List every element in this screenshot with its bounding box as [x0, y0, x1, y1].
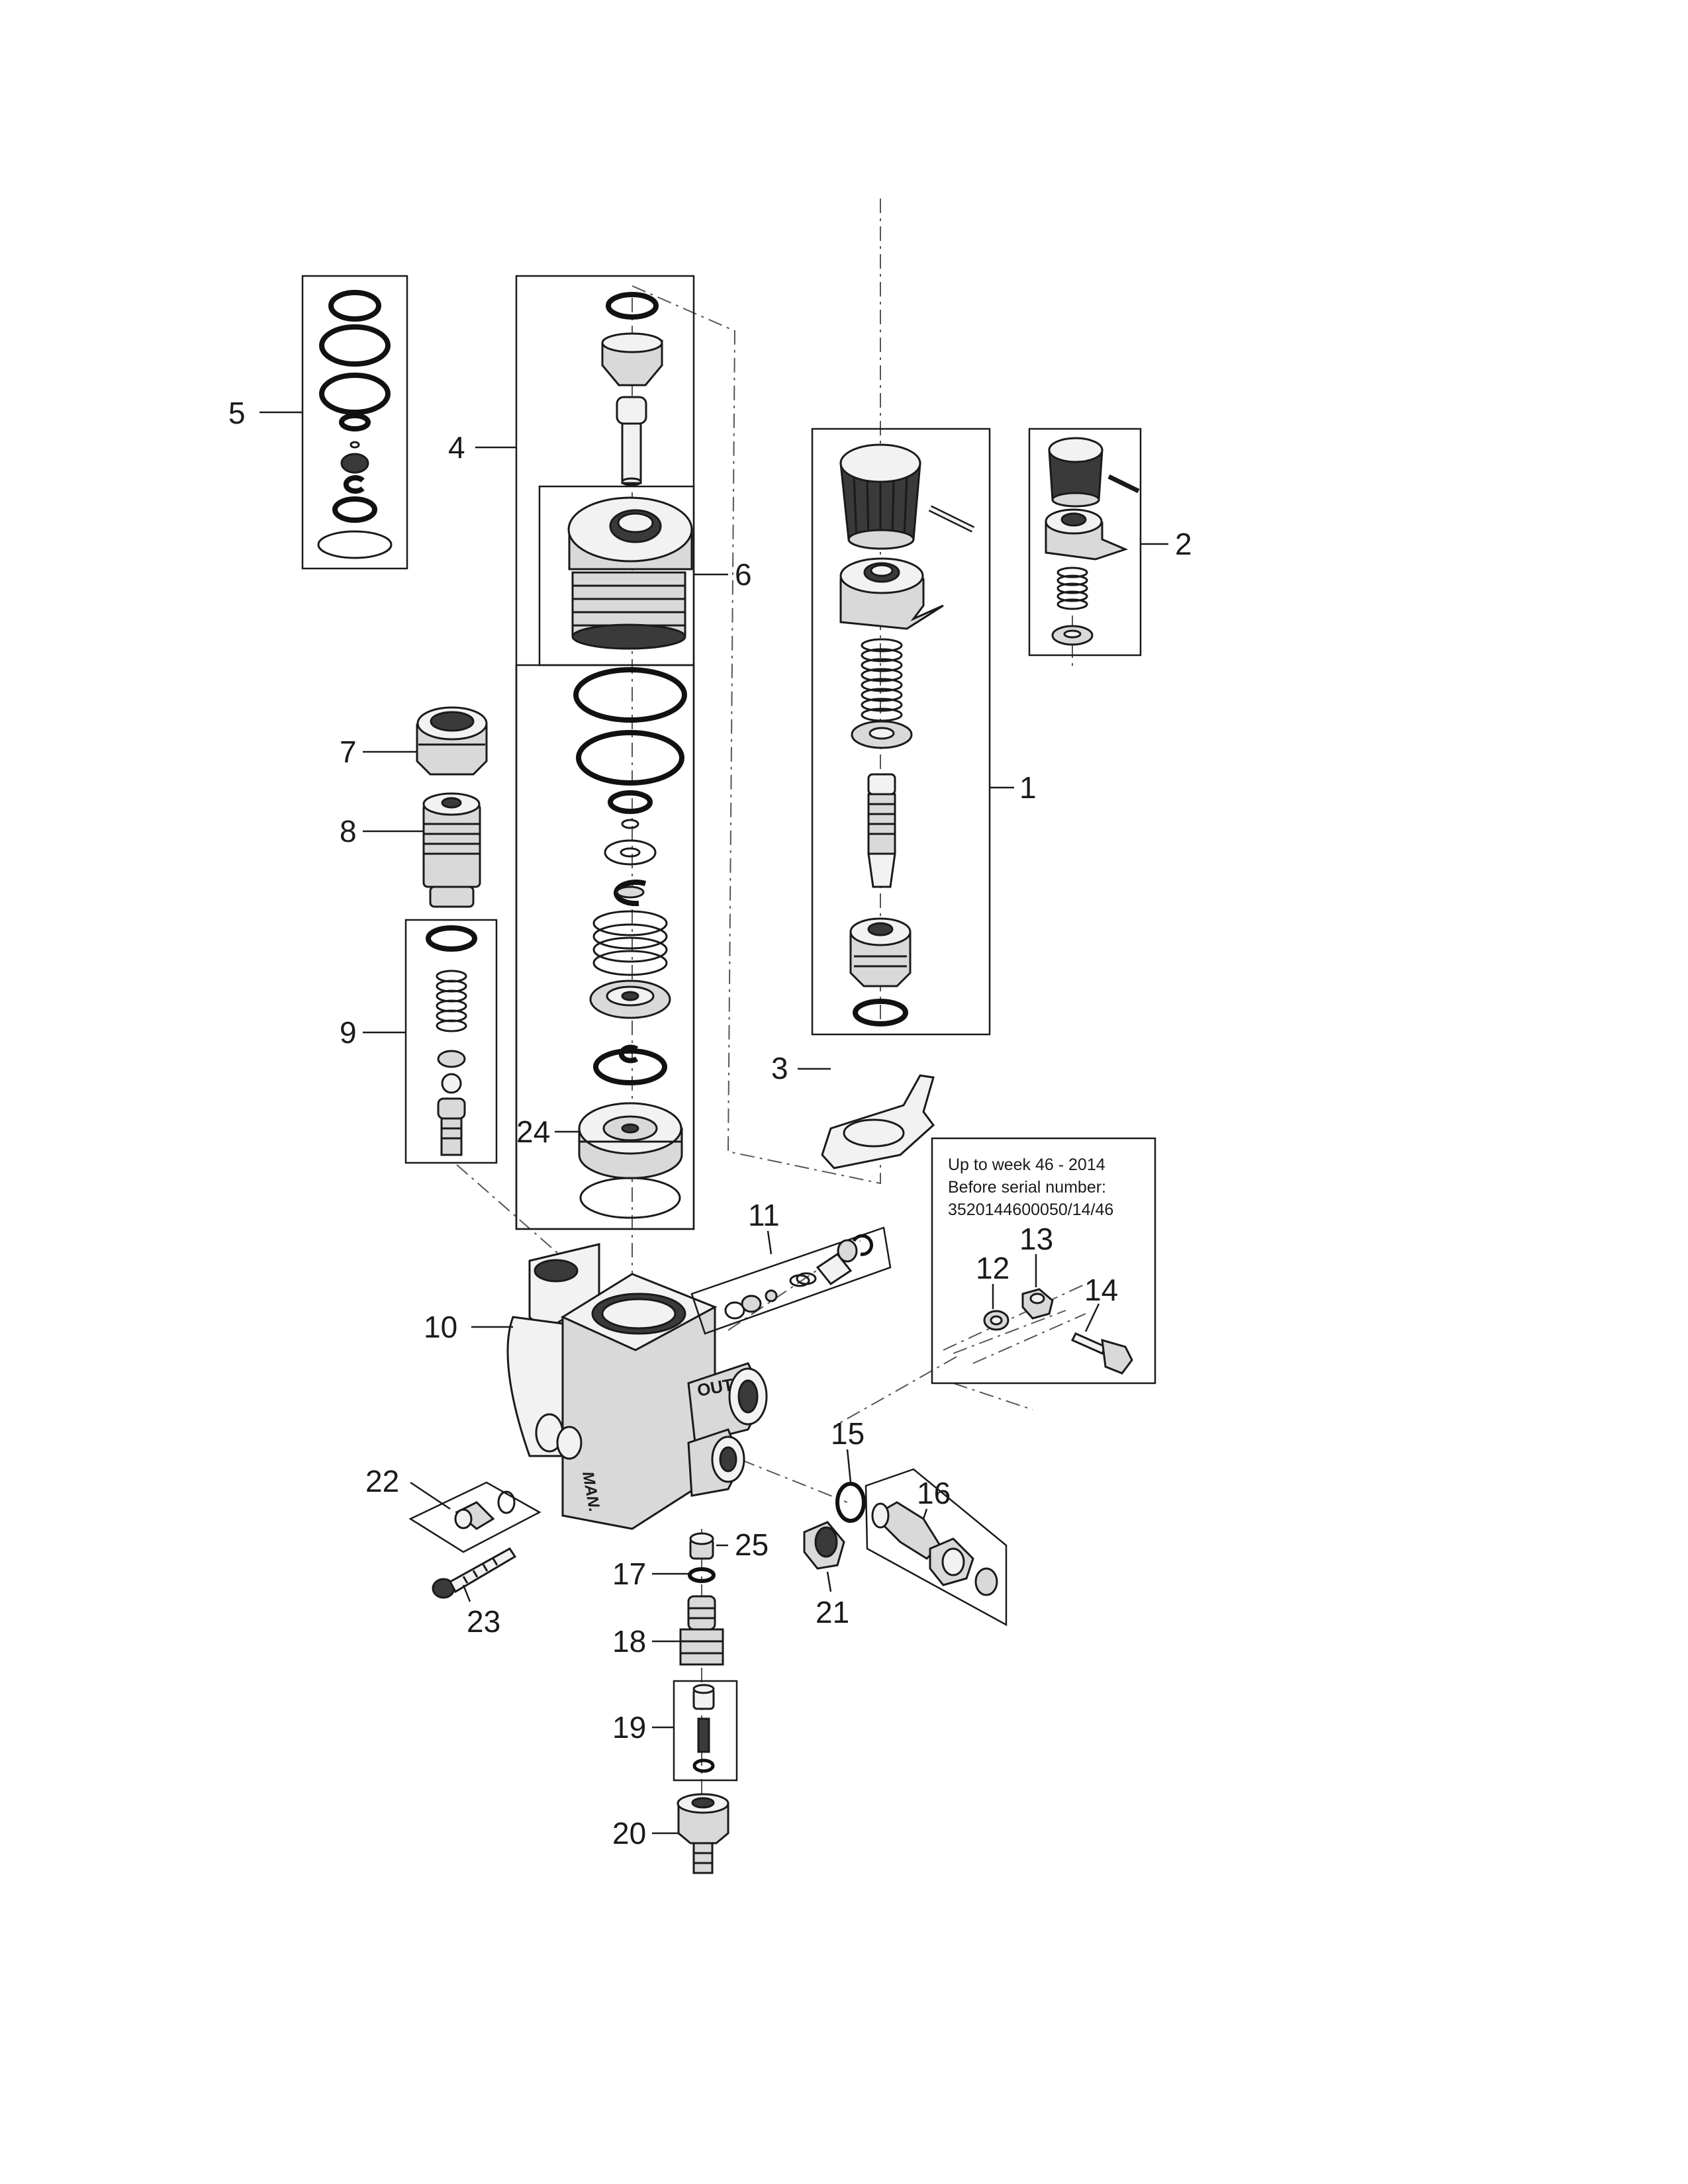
note-line-1: Up to week 46 - 2014	[948, 1156, 1105, 1174]
note-line-3: 3520144600050/14/46	[948, 1201, 1113, 1219]
assembly-axes	[456, 199, 1086, 1873]
group-22-kit	[408, 1481, 541, 1553]
callout-5: 5	[228, 396, 246, 430]
spring	[592, 910, 668, 976]
part-7-nut	[416, 706, 488, 776]
callout-25: 25	[735, 1527, 769, 1562]
part-15-o-ring	[835, 1482, 866, 1523]
callout-1: 1	[1019, 770, 1037, 805]
callout-19: 19	[612, 1710, 646, 1745]
callout-20: 20	[612, 1816, 646, 1850]
callout-3: 3	[771, 1051, 788, 1085]
callout-21: 21	[816, 1595, 849, 1629]
group-2-frame	[1028, 428, 1142, 657]
group-4-internal-parts	[515, 664, 695, 1230]
group-9-check-valve	[404, 919, 498, 1164]
group-16-outlet-kit	[865, 1468, 1008, 1627]
group-4-lower-frame	[515, 664, 695, 1230]
group-19-filter-kit	[673, 1680, 738, 1782]
part-25-nipple	[689, 1532, 714, 1560]
callout-15: 15	[831, 1416, 865, 1451]
group-5-seal-kit	[301, 275, 408, 570]
group-11-bypass-kit	[690, 1226, 892, 1335]
callout-9: 9	[340, 1015, 357, 1050]
group-1-frame	[811, 428, 991, 1036]
callout-17: 17	[612, 1557, 646, 1591]
callout-10: 10	[424, 1310, 457, 1344]
part-23-bolt	[432, 1547, 517, 1599]
callout-11: 11	[748, 1198, 780, 1232]
part-24-valve-seat	[578, 1102, 683, 1179]
callout-4: 4	[448, 430, 465, 465]
part-10-pump-head: OUT MAN.	[506, 1243, 768, 1530]
note-frame	[931, 1137, 1156, 1385]
group-6-housing-nut	[538, 485, 695, 666]
group-19-frame	[673, 1680, 738, 1782]
regulator-spring	[861, 638, 903, 722]
part-20-hose-nut	[677, 1793, 729, 1874]
callout-7: 7	[340, 735, 357, 769]
knob-kit-spring	[1056, 567, 1088, 610]
callout-12: 12	[976, 1251, 1009, 1285]
callout-8: 8	[340, 814, 357, 848]
callout-16: 16	[917, 1476, 951, 1510]
callout-18: 18	[612, 1624, 646, 1659]
group-9-frame	[404, 919, 498, 1164]
group-22-frame	[408, 1481, 541, 1553]
group-1-pressure-regulator	[811, 428, 991, 1036]
note-line-2: Before serial number:	[948, 1178, 1106, 1197]
regulator-knob	[839, 443, 921, 550]
callout-13: 13	[1019, 1222, 1053, 1256]
part-3-bracket-plate	[821, 1074, 935, 1169]
callout-23: 23	[467, 1604, 500, 1639]
part-17-o-ring	[688, 1567, 716, 1583]
callout-14: 14	[1084, 1273, 1118, 1307]
part-18-connector	[679, 1595, 724, 1666]
part-8-fitting	[422, 792, 481, 908]
group-4-frame	[515, 275, 695, 1230]
group-11-frame	[690, 1226, 892, 1335]
group-16-frame	[865, 1468, 1008, 1627]
callout-6: 6	[735, 557, 752, 592]
group-2-knob-kit	[1028, 428, 1142, 657]
callout-numbers: 1 2 3 4 5 6 7 8 9 10 11 12 13 14 15 16 1…	[228, 396, 1192, 1850]
part-21-plug	[803, 1521, 845, 1570]
group-4-valve-assembly	[515, 275, 695, 1230]
legacy-parts-note: Up to week 46 - 2014 Before serial numbe…	[931, 1137, 1156, 1385]
group-5-frame	[301, 275, 408, 570]
callout-2: 2	[1175, 527, 1192, 561]
callout-22: 22	[365, 1464, 399, 1498]
leader-lines	[259, 411, 1168, 1835]
callout-24: 24	[516, 1115, 550, 1149]
